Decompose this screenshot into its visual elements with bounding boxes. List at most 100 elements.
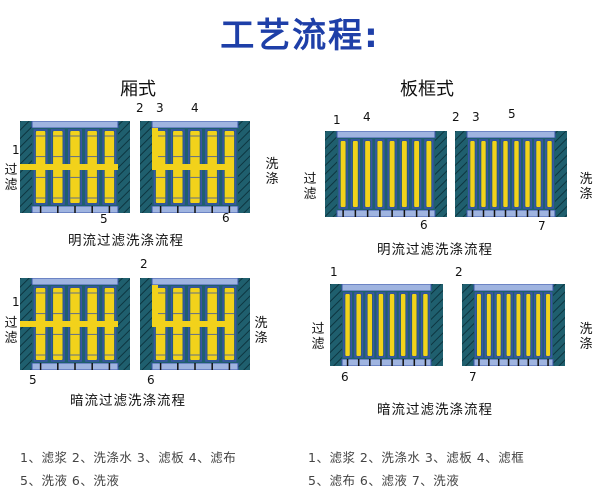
wash-inlet	[152, 128, 158, 170]
chamber-bottom-wash-label: 洗涤	[254, 316, 268, 346]
filter-cloth	[411, 139, 422, 209]
filter-cloth	[543, 292, 553, 358]
wash-inlet	[152, 285, 158, 327]
filter-chamber	[352, 141, 358, 207]
filter-chamber	[426, 141, 432, 207]
filter-cloth	[387, 139, 397, 209]
filter-chamber	[340, 141, 346, 207]
filter-cloth	[398, 292, 408, 358]
filter-chamber	[481, 141, 486, 207]
top-channel	[341, 284, 432, 292]
frame-concealed-right-press	[462, 284, 565, 366]
filter-cloth	[545, 139, 554, 209]
filter-cloth	[354, 292, 364, 358]
chamber-legend-line-2: 5、洗液 6、洗液	[20, 473, 120, 488]
end-plate	[140, 278, 152, 370]
frame-top-wash-label: 洗涤	[579, 172, 593, 202]
filter-cloth	[362, 139, 373, 209]
filter-chamber	[547, 141, 552, 207]
frame-top-label-2: 2	[452, 110, 460, 124]
filter-cloth	[504, 292, 513, 358]
bottom-channel	[336, 209, 436, 217]
end-plate	[118, 278, 130, 370]
chamber-bottom-filter-label: 过滤	[4, 316, 18, 346]
frame-legend-line-1: 1、滤浆 2、洗涤水 3、滤板 4、滤框	[308, 450, 525, 465]
bottom-channel	[466, 209, 556, 217]
frame-top-label-5: 5	[508, 107, 516, 121]
filter-cloth	[494, 292, 503, 358]
filter-chamber	[365, 141, 371, 207]
filter-chamber	[536, 141, 541, 207]
frame-open-left-press	[325, 131, 447, 217]
end-plate	[455, 131, 467, 217]
chamber-concealed-caption: 暗流过滤洗涤流程	[70, 393, 186, 409]
frame-heading: 板框式	[400, 79, 454, 100]
end-plate	[553, 284, 565, 366]
filter-cloth	[533, 292, 543, 358]
top-channel	[151, 278, 239, 286]
frame-open-caption: 明流过滤洗涤流程	[377, 242, 493, 258]
filter-cloth	[479, 139, 488, 209]
end-plate	[118, 121, 130, 213]
filter-chamber	[389, 294, 395, 356]
end-plate	[462, 284, 474, 366]
end-plate	[431, 284, 443, 366]
end-plate	[555, 131, 567, 217]
frame-top-label-4: 4	[363, 110, 371, 124]
filter-cloth	[512, 139, 521, 209]
chamber-open-right-press	[140, 121, 250, 213]
chamber-top-label-2: 2	[136, 101, 144, 115]
end-plate	[238, 121, 250, 213]
frame-top-filter-label: 过滤	[303, 172, 317, 202]
filter-cloth	[420, 292, 430, 358]
frame-bottom-filter-label: 过滤	[311, 322, 325, 352]
feed-channel	[152, 321, 234, 327]
top-channel	[336, 131, 436, 139]
filter-cloth	[514, 292, 523, 358]
filter-cloth	[484, 292, 494, 358]
frame-open-right-press	[455, 131, 567, 217]
frame-bottom-label-2: 2	[455, 265, 463, 279]
filter-cloth	[350, 139, 361, 209]
frame-bottom-label-7: 7	[469, 370, 477, 384]
feed-channel	[20, 321, 118, 327]
filter-cloth	[338, 139, 348, 209]
frame-top-label-3: 3	[472, 110, 480, 124]
filter-chamber	[514, 141, 519, 207]
feed-channel	[20, 164, 118, 170]
frame-concealed-left-press	[330, 284, 443, 366]
end-plate	[330, 284, 342, 366]
chamber-legend-line-1: 1、滤浆 2、洗涤水 3、滤板 4、滤布	[20, 450, 237, 465]
filter-cloth	[365, 292, 375, 358]
frame-bottom-wash-label: 洗涤	[579, 322, 593, 352]
filter-chamber	[389, 141, 395, 207]
chamber-top-filter-label: 过滤	[4, 163, 18, 193]
filter-cloth	[534, 139, 543, 209]
filter-chamber	[367, 294, 373, 356]
filter-cloth	[343, 292, 353, 358]
filter-chamber	[506, 294, 511, 356]
filter-chamber	[476, 294, 481, 356]
filter-cloth	[474, 292, 484, 358]
filter-chamber	[516, 294, 521, 356]
frame-bottom-label-6: 6	[341, 370, 349, 384]
filter-chamber	[536, 294, 541, 356]
filter-chamber	[378, 294, 384, 356]
filter-cloth	[424, 139, 434, 209]
end-plate	[325, 131, 337, 217]
filter-cloth	[399, 139, 410, 209]
filter-chamber	[486, 294, 491, 356]
filter-chamber	[525, 141, 530, 207]
filter-chamber	[401, 141, 407, 207]
filter-cloth	[409, 292, 419, 358]
bottom-channel	[341, 358, 432, 366]
filter-chamber	[470, 141, 475, 207]
feed-channel	[152, 164, 234, 170]
chamber-open-left-press	[20, 121, 130, 213]
chamber-concealed-left-press	[20, 278, 130, 370]
filter-cloth	[375, 139, 385, 209]
chamber-top-wash-label: 洗涤	[265, 157, 279, 187]
top-channel	[31, 278, 119, 286]
filter-cloth	[524, 292, 533, 358]
filter-chamber	[496, 294, 501, 356]
